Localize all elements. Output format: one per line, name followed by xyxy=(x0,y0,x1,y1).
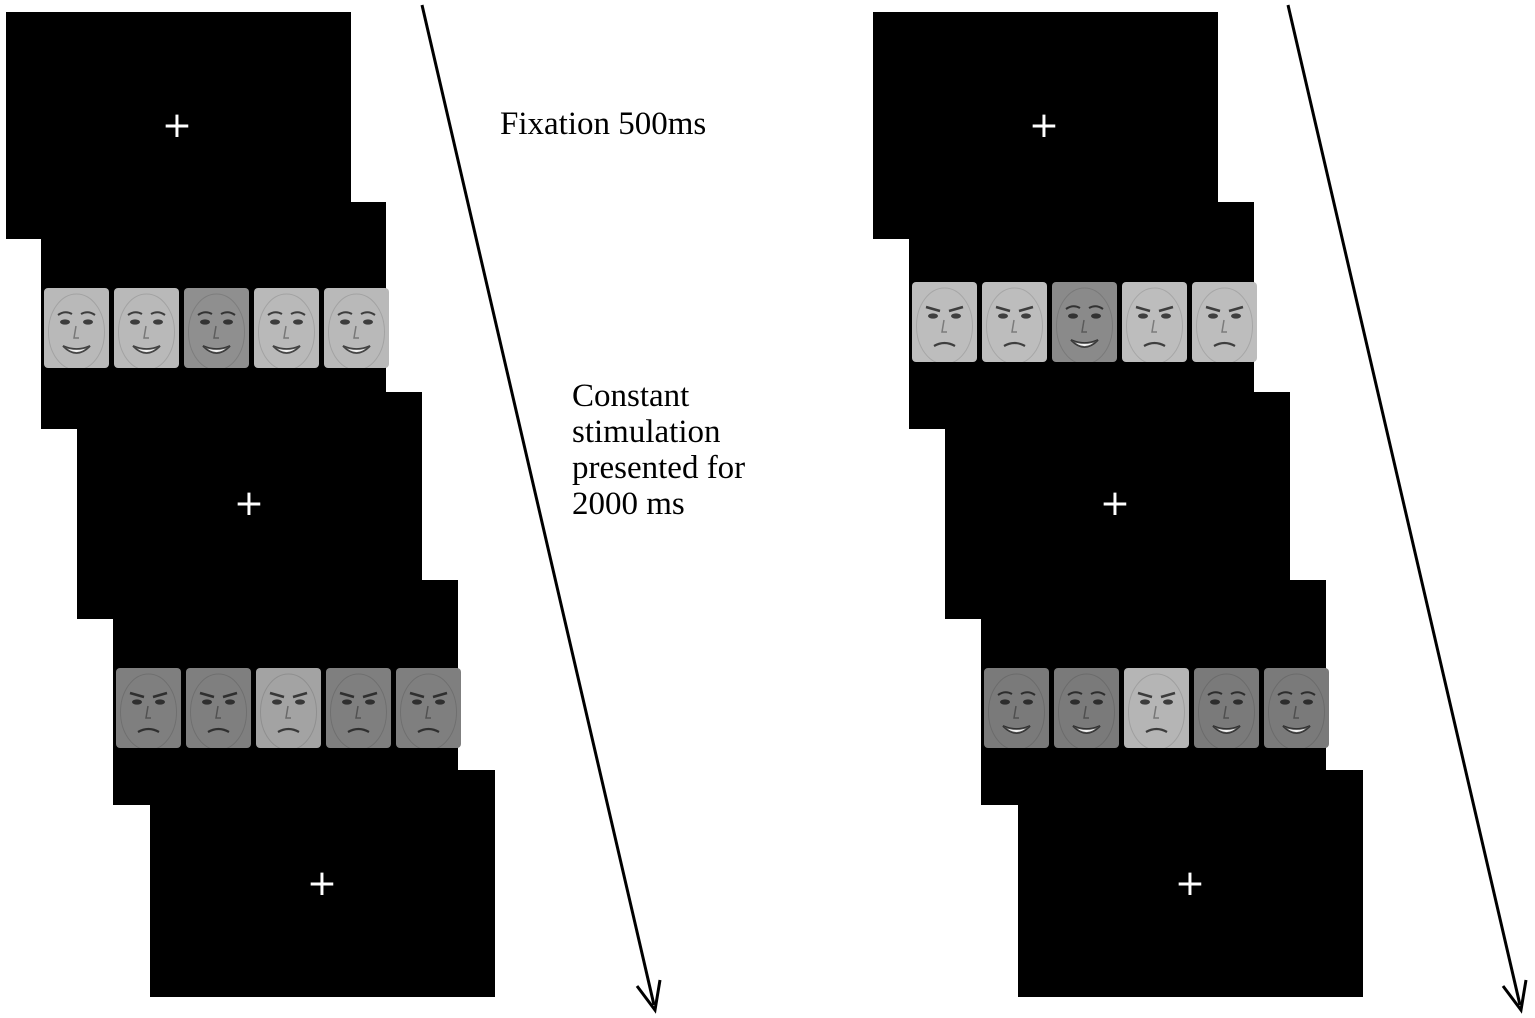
right-time-arrow xyxy=(1286,4,1522,1006)
angry-face-image xyxy=(396,668,461,748)
oddball-happy-face-image xyxy=(184,288,249,368)
left-time-arrow xyxy=(420,4,656,1006)
fixation-cross: + xyxy=(233,483,265,524)
right-panel-4-faces xyxy=(981,580,1329,805)
happy-face-image xyxy=(324,288,389,368)
face-row xyxy=(116,668,461,748)
right-panel-5-fixation: + xyxy=(1018,770,1363,997)
happy-face-image xyxy=(114,288,179,368)
stimulation-label: Constant stimulation presented for 2000 … xyxy=(572,378,746,522)
fixation-cross: + xyxy=(1028,105,1060,146)
happy-face-image xyxy=(1194,668,1259,748)
angry-face-image xyxy=(326,668,391,748)
fixation-label: Fixation 500ms xyxy=(500,106,707,142)
angry-face-image xyxy=(912,282,977,362)
fixation-cross: + xyxy=(1174,863,1206,904)
fixation-cross: + xyxy=(306,863,338,904)
happy-face-image xyxy=(1264,668,1329,748)
left-arrowhead xyxy=(635,979,662,1014)
angry-face-image xyxy=(116,668,181,748)
angry-face-image xyxy=(1192,282,1257,362)
oddball-angry-face-image xyxy=(1124,668,1189,748)
right-panel-2-faces xyxy=(909,202,1257,429)
face-row xyxy=(912,282,1257,362)
face-row xyxy=(44,288,389,368)
angry-face-image xyxy=(186,668,251,748)
angry-face-image xyxy=(1122,282,1187,362)
left-panel-1-fixation: + xyxy=(6,12,351,239)
left-panel-2-faces xyxy=(41,202,389,429)
left-panel-4-faces xyxy=(113,580,461,805)
oddball-angry-face-image xyxy=(256,668,321,748)
angry-face-image xyxy=(982,282,1047,362)
happy-face-image xyxy=(44,288,109,368)
face-row xyxy=(984,668,1329,748)
happy-face-image xyxy=(254,288,319,368)
oddball-happy-face-image xyxy=(1052,282,1117,362)
fixation-cross: + xyxy=(1099,483,1131,524)
fixation-cross: + xyxy=(161,105,193,146)
left-panel-5-fixation: + xyxy=(150,770,495,997)
happy-face-image xyxy=(1054,668,1119,748)
right-panel-1-fixation: + xyxy=(873,12,1218,239)
happy-face-image xyxy=(984,668,1049,748)
right-arrowhead xyxy=(1501,979,1528,1014)
